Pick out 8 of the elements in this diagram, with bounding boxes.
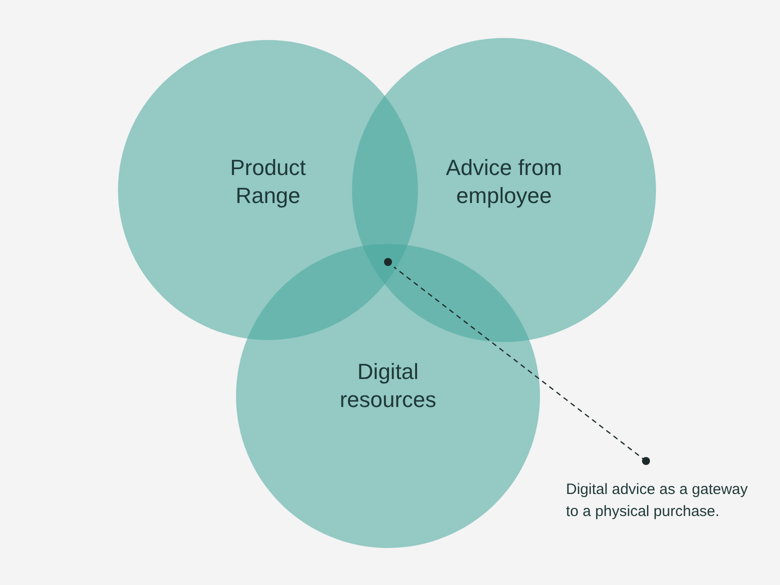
circle-label: Advice from employee: [444, 154, 564, 210]
callout-text: Digital advice as a gateway to a physical purchase.: [566, 480, 749, 522]
leader-line: [394, 266, 650, 465]
dot-marker: [384, 258, 392, 266]
venn-circle: [352, 38, 656, 342]
circle-label: Digital resources: [338, 358, 438, 414]
venn-circle: [236, 244, 540, 548]
circle-label: Product Range: [229, 154, 307, 210]
